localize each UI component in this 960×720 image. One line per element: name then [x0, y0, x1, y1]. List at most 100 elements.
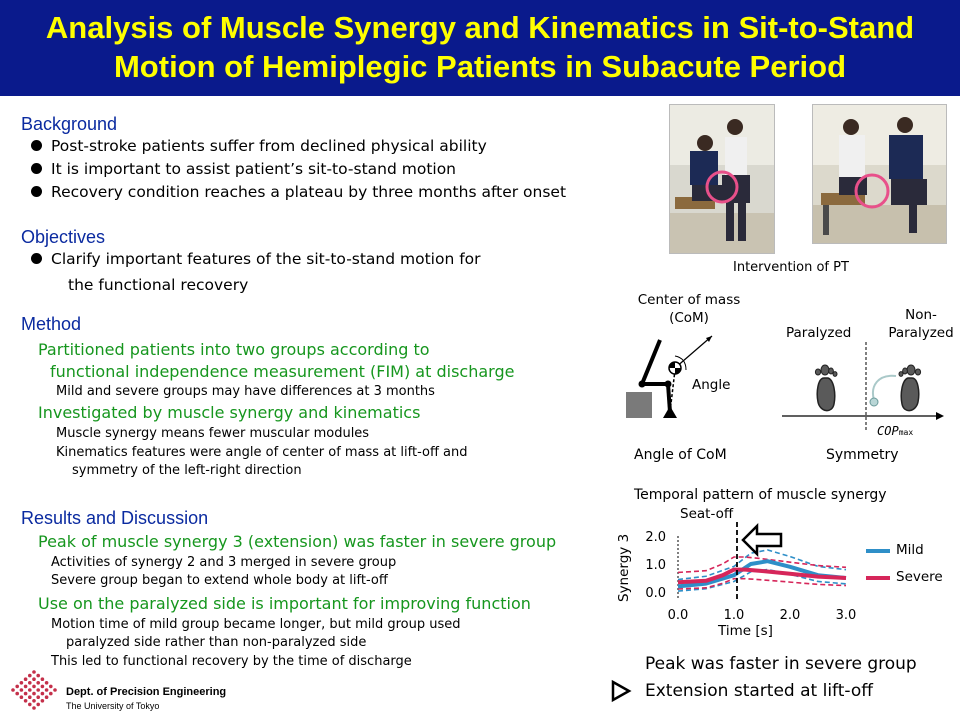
background-bullet-3: Recovery condition reaches a plateau by … — [31, 183, 566, 201]
method-point-1-continued: functional independence measurement (FIM… — [50, 362, 515, 381]
bullet-dot-icon — [31, 186, 42, 197]
logo-dot — [32, 706, 36, 710]
y-axis-label: Synergy 3 — [616, 533, 632, 602]
logo-dot — [28, 695, 32, 699]
logo-dot — [32, 677, 36, 681]
logo-dot — [19, 688, 24, 692]
method-point-2-sub-1: Muscle synergy means fewer muscular modu… — [56, 426, 370, 441]
logo-dot — [15, 684, 19, 689]
paralyzed-label: Paralyzed — [786, 325, 852, 341]
logo-dot — [32, 699, 36, 703]
logo-dot — [11, 688, 15, 692]
legend-swatch-mild — [866, 549, 890, 553]
logo-dot — [19, 695, 24, 699]
logo-dot — [15, 691, 19, 696]
legend-label-severe: Severe — [896, 569, 943, 585]
series-line-mild — [677, 559, 847, 589]
logo-dot — [28, 688, 32, 692]
results-point-2-sub-2: This led to functional recovery by the t… — [51, 654, 412, 669]
method-heading: Method — [21, 314, 82, 334]
results-point-2: Use on the paralyzed side is important f… — [38, 594, 531, 613]
title-line-1: Analysis of Muscle Synergy and Kinematic… — [45, 10, 915, 45]
logo-dot — [49, 691, 53, 696]
logo-line-2: The University of Tokyo — [66, 701, 160, 711]
logo-dot — [28, 681, 32, 685]
x-tick-label: 1.0 — [724, 608, 745, 623]
logo-dot — [44, 681, 49, 685]
series-band-lower — [677, 577, 847, 590]
legend-label-mild: Mild — [896, 542, 924, 558]
photo-pt-intervention-right — [812, 104, 947, 244]
seat-off-label: Seat-off — [680, 506, 734, 522]
method-point-1: Partitioned patients into two groups acc… — [38, 340, 430, 359]
logo-dot — [36, 688, 40, 692]
bullet-dot-icon — [31, 253, 42, 264]
logo-dot — [23, 677, 28, 681]
symmetry-caption: Symmetry — [826, 447, 899, 463]
bullet-dot-icon — [31, 163, 42, 174]
seat-off-arrow-icon — [741, 522, 783, 558]
background-bullet-1: Post-stroke patients suffer from decline… — [31, 137, 487, 155]
y-tick-label: 1.0 — [645, 558, 666, 573]
results-point-1-sub-1: Activities of synergy 2 and 3 merged in … — [51, 555, 397, 570]
y-tick-label: 2.0 — [645, 530, 666, 545]
method-point-2-sub-2-continued: symmetry of the left-right direction — [72, 463, 302, 478]
logo-dot — [19, 681, 24, 685]
logo-dot — [44, 688, 49, 692]
legend-swatch-severe — [866, 576, 890, 580]
objectives-bullet: Clarify important features of the sit-to… — [31, 250, 481, 268]
logo-dot — [36, 702, 40, 707]
logo-dot — [53, 688, 57, 692]
logo-dot — [40, 691, 45, 696]
results-point-1: Peak of muscle synergy 3 (extension) was… — [38, 532, 557, 551]
x-tick-label: 0.0 — [668, 608, 689, 623]
synergy-chart: 2.0 1.0 0.00.0 1.0 2.0 3.0 — [645, 522, 857, 623]
title-line-2: Motion of Hemiplegic Patients in Subacut… — [113, 49, 847, 84]
logo-dot — [32, 684, 36, 689]
logo-dot — [32, 691, 36, 696]
logo-dot — [36, 695, 40, 699]
objectives-bullet-continued: the functional recovery — [68, 276, 249, 294]
logo-dot — [40, 677, 45, 681]
method-point-2: Investigated by muscle synergy and kinem… — [38, 403, 421, 422]
com-angle-diagram — [626, 335, 713, 418]
title-banner: Analysis of Muscle Synergy and Kinematic… — [0, 0, 960, 96]
logo-dot — [36, 673, 40, 678]
objectives-heading: Objectives — [21, 227, 106, 247]
x-tick-label: 3.0 — [836, 608, 857, 623]
university-logo-icon — [11, 670, 57, 710]
logo-dot — [23, 691, 28, 696]
results-heading: Results and Discussion — [21, 508, 209, 528]
results-point-2-sub-1-continued: paralyzed side rather than non-paralyzed… — [66, 635, 367, 650]
logo-line-1: Dept. of Precision Engineering — [66, 686, 227, 698]
photo-caption: Intervention of PT — [733, 260, 849, 275]
triangle-marker-icon — [611, 679, 632, 703]
background-bullet-2: It is important to assist patient’s sit-… — [31, 160, 456, 178]
summary-line-1: Peak was faster in severe group — [645, 654, 917, 674]
method-point-1-sub: Mild and severe groups may have differen… — [56, 384, 435, 399]
logo-dot — [23, 684, 28, 689]
x-tick-label: 2.0 — [780, 608, 801, 623]
angle-label: Angle — [692, 377, 731, 393]
com-label-line-2: (CoM) — [669, 310, 709, 326]
series-line-severe — [677, 567, 847, 585]
logo-dot — [44, 695, 49, 699]
logo-dot — [28, 673, 32, 678]
background-heading: Background — [21, 114, 118, 134]
logo-dot — [32, 670, 36, 674]
symmetry-diagram — [782, 342, 944, 430]
photo-pt-intervention-left — [669, 104, 775, 254]
chart-title: Temporal pattern of muscle synergy — [634, 487, 887, 503]
com-label-line-1: Center of mass — [637, 292, 741, 308]
series-band-upper — [677, 556, 847, 574]
logo-dot — [40, 699, 45, 703]
logo-dot — [36, 681, 40, 685]
y-tick-label: 0.0 — [645, 586, 666, 601]
x-axis-label: Time [s] — [718, 623, 773, 639]
logo-dot — [40, 684, 45, 689]
logo-dot — [28, 702, 32, 707]
non-paralyzed-label-line-2: Paralyzed — [888, 325, 954, 341]
logo-dot — [49, 684, 53, 689]
cop-max-label: COPmax — [877, 424, 914, 438]
results-point-1-sub-2: Severe group began to extend whole body … — [51, 573, 388, 588]
